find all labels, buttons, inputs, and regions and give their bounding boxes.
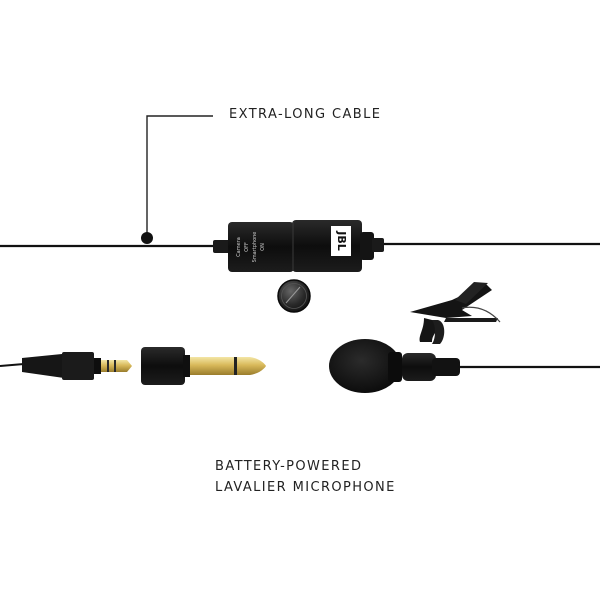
battery-box-right-half xyxy=(292,220,362,272)
adapter-collar xyxy=(183,355,190,377)
mic-capsule xyxy=(402,353,436,381)
cable-collar xyxy=(372,238,384,252)
adapter-tip xyxy=(250,357,266,375)
quarter-inch-adapter xyxy=(141,347,266,385)
coin-battery-mark xyxy=(285,286,301,304)
description-line-1: BATTERY-POWERED xyxy=(215,459,363,474)
brand-logo-badge xyxy=(331,226,351,256)
plug-housing xyxy=(62,352,94,380)
plug-strain-relief xyxy=(22,354,64,378)
windscreen-neck xyxy=(388,352,402,382)
plug-cable xyxy=(0,363,25,367)
mic-strain-relief xyxy=(432,358,460,376)
body-print-4: ON xyxy=(260,243,266,251)
plug-tip xyxy=(127,360,132,372)
windscreen-ball xyxy=(329,339,401,393)
body-print-3: Smartphone xyxy=(252,232,258,263)
clip-spring xyxy=(461,306,501,323)
callout-dot xyxy=(141,232,153,244)
strain-relief-right xyxy=(360,232,374,260)
brand-logo-text: JBL xyxy=(335,230,348,251)
battery-box: JBL Camera OFF Smartphone ON xyxy=(213,220,384,272)
tie-clip xyxy=(410,282,501,344)
adapter-body xyxy=(141,347,185,385)
foam-windscreen xyxy=(329,339,402,393)
coin-battery xyxy=(277,279,311,313)
plug-ring-2 xyxy=(114,360,116,372)
clip-holder-right xyxy=(432,320,445,344)
mini-jack-plug xyxy=(0,352,132,380)
battery-box-left-half xyxy=(228,222,294,272)
clip-lever xyxy=(455,282,488,304)
coin-battery-face xyxy=(277,279,311,313)
plug-collar xyxy=(94,358,101,374)
callout-leader-line xyxy=(146,115,213,238)
description-line-2: LAVALIER MICROPHONE xyxy=(215,480,396,495)
plug-ring-1 xyxy=(107,360,109,372)
adapter-sleeve xyxy=(190,357,250,375)
body-print-1: Camera xyxy=(236,237,242,257)
coin-battery-rim xyxy=(281,283,307,309)
lavalier-mic xyxy=(402,353,600,381)
adapter-insulator xyxy=(234,357,237,375)
body-print-2: OFF xyxy=(244,242,250,252)
clip-base xyxy=(444,318,498,322)
callout-label: EXTRA-LONG CABLE xyxy=(229,107,382,122)
